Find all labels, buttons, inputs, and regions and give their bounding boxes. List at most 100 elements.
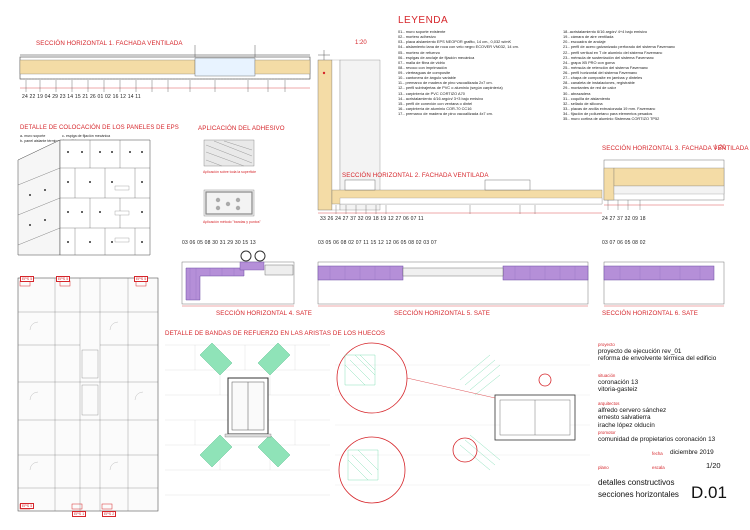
arquitectos-label: arquitectos	[598, 401, 620, 406]
fecha-label: fecha	[652, 451, 663, 456]
eps-note: b- panel aislante térmico	[20, 138, 60, 143]
situacion-line: coronación 13	[598, 379, 639, 386]
plan-tag: EPS 5	[134, 276, 149, 282]
legend-item: 14.- acristalamiento 4/16 argón/ 3+3 baj…	[398, 95, 484, 101]
proyecto-line: reforma de envolvente térmica del edific…	[598, 355, 717, 363]
eps-notes: a- muro soporte b- panel aislante térmic…	[20, 134, 59, 143]
legend-title: LEYENDA	[398, 15, 449, 26]
legend-item: 16.- carpintería de aluminio COR-70 CC16	[398, 105, 472, 111]
legend-item: 21.- perfil de acero galvanizado perfora…	[563, 44, 676, 50]
situacion-line: vitoria-gasteiz	[598, 386, 638, 394]
legend-item: 06.- espigas de anclaje de fijación mecá…	[398, 54, 475, 60]
legend-item: 02.- mortero adhesivo	[398, 34, 436, 40]
section3-scale: 1:20	[714, 145, 726, 151]
eps-note: a- muro soporte	[20, 134, 46, 138]
legend-item: 12.- perfil subtrajertas de PVC o alumin…	[398, 85, 503, 91]
eps-detail-title: DETALLE DE COLOCACIÓN DE LOS PANELES DE …	[20, 125, 179, 131]
legend-item: 05.- mortero de refuerzo	[398, 49, 440, 55]
legend-item: 15.- perfil de conexión con ventana o di…	[398, 100, 473, 106]
plan-tag: EPS 5	[20, 276, 35, 282]
legend-item: 31.- coquilla de aislamiento	[563, 95, 611, 101]
promotor-label: promotor	[598, 430, 616, 435]
legend-column-1: 01.- muro soporte existente 02.- mortero…	[398, 29, 519, 116]
situacion-label: situación	[598, 373, 616, 378]
legend-item: 26.- perfil horizontal del sistema Favem…	[563, 70, 638, 75]
plano-line: secciones horizontales	[598, 490, 679, 499]
promotor-value: comunidad de propietarios coronación 13	[598, 436, 716, 443]
plan-tag: EPS 1	[72, 511, 87, 517]
legend-item: 28.- canaleta de instalaciones, registra…	[563, 80, 635, 86]
legend-item: 35.- muro cortina de aluminio Sistemas C…	[563, 116, 660, 122]
legend-item: 24.- grapa XB PRO con goma	[563, 59, 615, 65]
legend-item: 27.- chapa de composite en jambas y dint…	[563, 75, 643, 81]
legend-item: 23.- ménsula de sustentación del sistema…	[563, 54, 654, 60]
legend-item: 34.- fijación de poliuretano para elemen…	[563, 111, 653, 116]
legend-item: 13.- carpintería de PVC CORTIZO A70	[398, 90, 465, 96]
sate5-callouts: 03 05 06 08 02 07 11 15 12 12 06 05 08 0…	[318, 240, 437, 246]
legend-item: 01.- muro soporte existente	[398, 29, 446, 34]
plan-tag: EPS 5	[56, 276, 71, 282]
legend-item: 32.- sellado de silicona	[563, 100, 603, 106]
legend-column-2: 18.-acristalamiento 6/16 argón/ 4+4 bajo…	[563, 29, 675, 121]
legend-item: 10.- cantonera de ángulo variable	[398, 75, 456, 81]
fecha-value: diciembre 2019	[670, 449, 714, 456]
legend-item: 11.- premarco de madera de pino vacoalii…	[398, 80, 493, 86]
plano-line: detalles constructivos	[598, 478, 675, 487]
section1-scale: 1:20	[355, 40, 367, 46]
legend-item: 20.- escuadra de anclaje	[563, 39, 606, 45]
arquitecto-line: alfredo cervero sánchez	[598, 407, 667, 414]
section1-callouts: 24 22 19 04 29 23 14 15 21 26 01 02 16 1…	[22, 94, 141, 100]
plano-number: D.01	[691, 483, 727, 502]
legend-item: 33.- placas de arcilla extrusionada 19 m…	[563, 105, 656, 111]
proyecto-label: proyecto	[598, 342, 615, 347]
escala-label: escala	[652, 465, 665, 470]
adhesivo-caption-2: Aplicación método "bandas y puntos"	[203, 220, 261, 224]
legend-item: 18.-acristalamiento 6/16 argón/ 4+4 bajo…	[563, 29, 648, 34]
legend-item: 19.- cámara de aire ventilada	[563, 34, 614, 40]
legend-item: 29.- montantes de red de calor	[563, 85, 616, 91]
bandas-title: DETALLE DE BANDAS DE REFUERZO EN LAS ARI…	[165, 330, 386, 337]
sate6-callouts: 03 07 06 05 08 02	[602, 240, 646, 246]
arquitectos-value: alfredo cervero sánchez ernesto salvatie…	[598, 407, 666, 429]
legend-item: 08.- revoco con imprimación	[398, 64, 447, 70]
arquitecto-line: ernesto salvatierra	[598, 414, 651, 422]
legend-item: 03.- placa aislamiento EPS NEOPOR grafit…	[398, 39, 512, 45]
sate5-title: SECCIÓN HORIZONTAL 5. SATE	[394, 310, 490, 317]
section1-title: SECCIÓN HORIZONTAL 1. FACHADA VENTILADA	[36, 40, 183, 47]
section2-callouts: 33 26 24 27 37 32 09 18 19 12 27 06 07 1…	[320, 216, 424, 222]
plan-tag: EPS 2	[102, 511, 117, 517]
sate4-callouts: 03 06 05 08 30 31 29 30 15 13	[182, 240, 256, 246]
proyecto-line: proyecto de ejecución rev_01	[598, 348, 682, 355]
legend-item: 25.- ménsula de retención del sistema Fa…	[563, 64, 648, 70]
section3-title: SECCIÓN HORIZONTAL 3. FACHADA VENTILADA	[602, 145, 749, 152]
section2-title: SECCIÓN HORIZONTAL 2. FACHADA VENTILADA	[342, 172, 489, 179]
legend-item: 17.- premarco de madera de pino vacoalii…	[398, 111, 493, 116]
legend-item: 30.- abrazadera	[563, 90, 591, 96]
adhesivo-caption-1: Aplicación sobre toda la superficie	[203, 170, 257, 174]
escala-value: 1/20	[706, 461, 721, 470]
arquitecto-line: irache lópez olducín	[598, 421, 655, 429]
section3-callouts: 24 27 37 32 09 18	[602, 216, 646, 222]
legend-item: 07.- malla de fibra de vidrio	[398, 59, 445, 65]
eps-note: c- espiga de fijación mecánica	[62, 134, 111, 138]
situacion-value: coronación 13 vitoria-gasteiz	[598, 379, 638, 394]
sate4-title: SECCIÓN HORIZONTAL 4. SATE	[216, 310, 312, 317]
legend-item: 04.- aislamiento lana de roca con velo n…	[398, 44, 519, 50]
adhesivo-title: APLICACIÓN DEL ADHESIVO	[198, 125, 285, 132]
plano-value: detalles constructivos secciones horizon…	[598, 477, 679, 501]
proyecto-value: proyecto de ejecución rev_01 reforma de …	[598, 348, 716, 363]
sate6-title: SECCIÓN HORIZONTAL 6. SATE	[602, 310, 698, 317]
legend-item: 09.- vierteaguas de composite	[398, 70, 451, 75]
plano-label: plano	[598, 465, 609, 470]
